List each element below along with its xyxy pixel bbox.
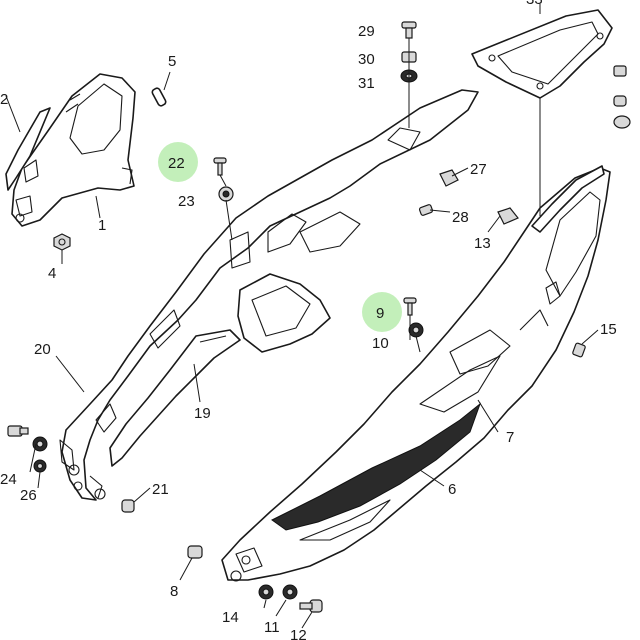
grommet-10-icon <box>408 322 424 338</box>
callout-10: 10 <box>372 335 389 352</box>
screw-15-icon <box>572 342 586 358</box>
screw-22-icon <box>213 157 227 176</box>
highlight-9 <box>362 292 402 332</box>
bolt-29-icon <box>401 21 417 39</box>
callout-2: 2 <box>0 91 8 108</box>
part-2-edge-trim <box>5 107 51 191</box>
collar-8-icon <box>187 545 203 559</box>
grommet-23-icon <box>218 186 234 202</box>
washer-right-icon <box>613 65 631 129</box>
callout-labels: 1 2 4 5 6 7 8 9 10 11 12 13 14 15 19 20 … <box>0 0 617 640</box>
callout-13: 13 <box>474 235 491 252</box>
part-4-nut <box>53 233 71 251</box>
callout-31: 31 <box>358 75 375 92</box>
callout-20: 20 <box>34 341 51 358</box>
screw-28-icon <box>418 204 434 216</box>
callout-24: 24 <box>0 471 17 488</box>
callout-33: 33 <box>526 0 543 8</box>
nut-26-icon <box>33 459 47 473</box>
callout-7: 7 <box>506 429 514 446</box>
callout-21: 21 <box>152 481 169 498</box>
callout-9: 9 <box>376 305 384 322</box>
callout-11: 11 <box>264 619 280 636</box>
grommet-24b-icon <box>32 436 48 452</box>
callout-27: 27 <box>470 161 487 178</box>
callout-28: 28 <box>452 209 469 226</box>
callout-30: 30 <box>358 51 375 68</box>
highlight-22 <box>158 142 198 182</box>
callout-1: 1 <box>98 217 106 234</box>
callout-26: 26 <box>20 487 37 504</box>
part-6-rear-cover <box>221 167 611 581</box>
screw-9-icon <box>403 297 417 316</box>
part-7-rear-trim <box>531 165 605 233</box>
part-33-tail-cap <box>471 9 613 99</box>
callout-15: 15 <box>600 321 617 338</box>
clip-13-icon <box>497 207 519 225</box>
callout-4: 4 <box>48 265 56 282</box>
hardware <box>7 21 631 613</box>
bolt-12-icon <box>299 599 323 613</box>
callout-14: 14 <box>222 609 239 626</box>
callout-29: 29 <box>358 23 375 40</box>
part-20-side-cover <box>59 89 479 501</box>
callout-22: 22 <box>168 155 185 172</box>
part-19-trim-strip <box>109 329 241 467</box>
part-5-pin <box>151 87 167 107</box>
callout-23: 23 <box>178 193 195 210</box>
collar-21-icon <box>121 499 135 513</box>
callout-6: 6 <box>448 481 456 498</box>
grommet-14-icon <box>258 584 274 600</box>
clip-27-icon <box>439 169 459 187</box>
callout-12: 12 <box>290 627 307 640</box>
callout-5: 5 <box>168 53 176 70</box>
part-20-bracket <box>237 273 331 353</box>
leader-lines <box>5 4 599 629</box>
callout-19: 19 <box>194 405 211 422</box>
callout-8: 8 <box>170 583 178 600</box>
grommet-11-icon <box>282 584 298 600</box>
bolt-24-icon <box>7 425 29 437</box>
